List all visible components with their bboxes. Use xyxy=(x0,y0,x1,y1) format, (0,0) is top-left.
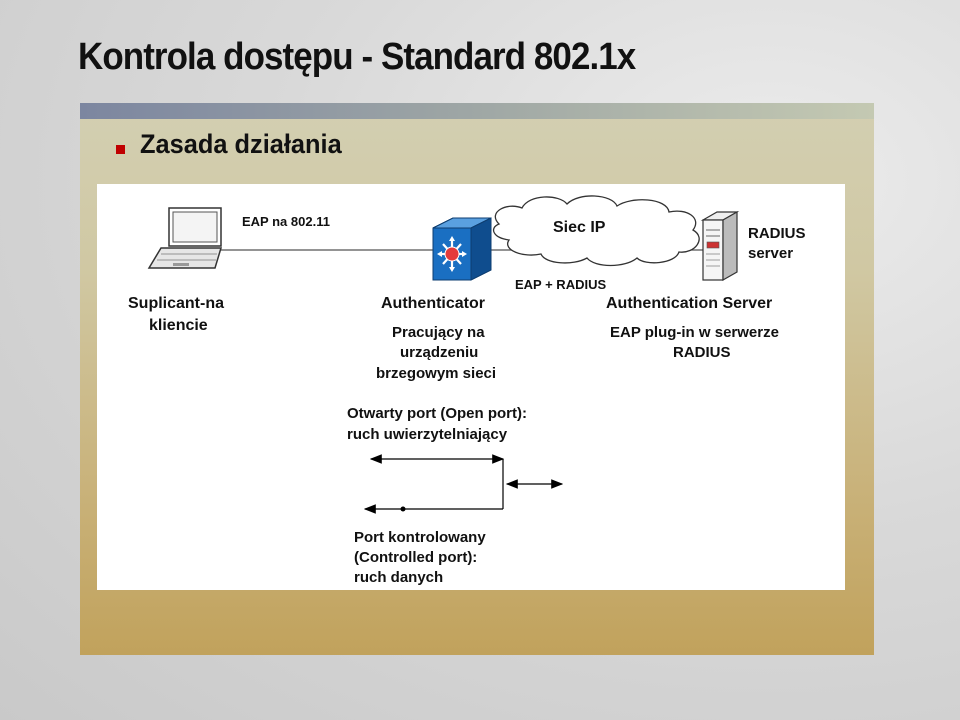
radius-label-line1: RADIUS xyxy=(748,225,806,242)
cloud-icon xyxy=(492,195,700,267)
eap-radius-label: EAP + RADIUS xyxy=(515,277,607,292)
diagram-figure: EAP na 802.11 Siec IP EAP + RADIUS RADIU… xyxy=(97,184,845,590)
authenticator-desc-line1: Pracujący na xyxy=(392,324,485,341)
open-port-label-line2: ruch uwierzytelniający xyxy=(347,426,508,443)
authenticator-desc-line3: brzegowym sieci xyxy=(376,365,497,382)
supplicant-label-line1: Suplicant-na xyxy=(128,295,225,312)
switch-icon xyxy=(432,217,492,281)
auth-server-desc-line2: RADIUS xyxy=(673,344,731,361)
laptop-icon xyxy=(147,207,223,269)
diagram-svg xyxy=(147,195,740,514)
auth-server-title: Authentication Server xyxy=(606,295,773,312)
controlled-port-label-line3: ruch danych xyxy=(354,569,444,586)
controlled-port-label-line1: Port kontrolowany xyxy=(354,529,486,546)
bullet-square-icon xyxy=(116,145,125,154)
port-diagram xyxy=(363,454,564,514)
open-port-label-line1: Otwarty port (Open port): xyxy=(347,405,527,422)
auth-server-desc-line1: EAP plug-in w serwerze xyxy=(610,324,779,341)
authenticator-title: Authenticator xyxy=(381,295,485,312)
eap-link-label: EAP na 802.11 xyxy=(242,214,330,229)
supplicant-label-line2: kliencie xyxy=(149,317,208,334)
server-icon xyxy=(700,210,740,282)
port-switch-dot xyxy=(400,506,406,512)
panel-top-bar xyxy=(80,103,874,119)
slide-title: Kontrola dostępu - Standard 802.1x xyxy=(78,36,636,78)
bullet-text: Zasada działania xyxy=(140,129,342,159)
controlled-port-label-line2: (Controlled port): xyxy=(354,549,478,566)
radius-label-line2: server xyxy=(748,245,794,262)
cloud-label: Siec IP xyxy=(553,219,606,236)
authenticator-desc-line2: urządzeniu xyxy=(400,344,479,361)
